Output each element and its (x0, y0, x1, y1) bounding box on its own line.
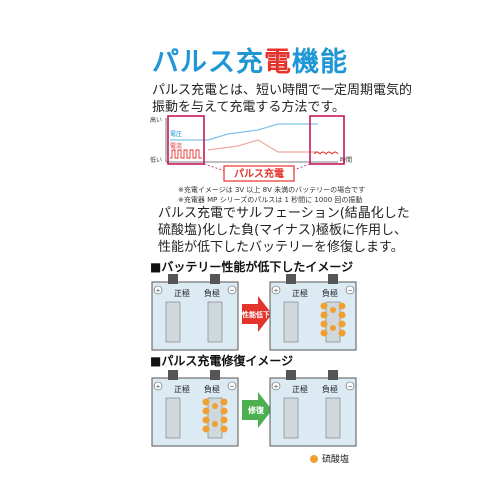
arrow-repair-label: 修復 (247, 405, 265, 415)
battery-terminal-negative (328, 274, 338, 284)
explain-line-1: パルス充電でサルフェーション(結晶化した (158, 206, 410, 221)
note-2: ※充電器 MP シリーズのパルスは 1 秒間に 1000 回の振動 (178, 196, 363, 204)
sulfate-legend-label: 硫酸塩 (322, 455, 350, 465)
plus-icon (153, 381, 163, 391)
title-part1: パルス充 (152, 47, 264, 78)
battery-terminal-negative (210, 274, 220, 284)
minus-sign: − (347, 288, 352, 295)
minus-icon (227, 381, 237, 391)
positive-label: 正極 (292, 384, 308, 394)
intro-line-1: パルス充電とは、短い時間で一定周期電気的 (152, 83, 413, 98)
negative-label: 負極 (322, 288, 338, 298)
section1-heading: ■バッテリー性能が低下したイメージ (150, 260, 354, 274)
explain-line-2: 硫酸塩)化した負(マイナス)極板に作用し、 (158, 223, 407, 238)
plus-sign: + (155, 384, 160, 391)
battery-after-degrade: + − 正極 負極 (269, 274, 357, 351)
minus-icon (227, 285, 237, 295)
arrow-right-icon (242, 296, 272, 332)
minus-icon (345, 285, 355, 295)
battery-before-repair: + − 正極 負極 (151, 370, 239, 447)
sulfate-crystals (320, 302, 346, 337)
chart-banner (223, 165, 295, 182)
battery-case (151, 281, 239, 351)
chart-voltage-label: 電圧 (170, 131, 182, 138)
battery-terminal-positive (168, 274, 178, 284)
repair-battery-diagram: + − 正極 負極 修復 + − 正極 負極 (151, 370, 357, 447)
arrow-right-icon (242, 392, 272, 428)
minus-sign: − (229, 288, 234, 295)
explain-line-3: 性能が低下したバッテリーを修復します。 (158, 240, 404, 255)
battery-terminal-positive (286, 370, 296, 380)
intro-line-2: 振動を与えて充電する方法です。 (152, 100, 346, 115)
plus-icon (153, 285, 163, 295)
negative-label: 負極 (204, 384, 220, 394)
positive-label: 正極 (174, 288, 190, 298)
positive-plate (283, 301, 299, 343)
chart-pulse-left (170, 149, 202, 159)
plus-icon (271, 285, 281, 295)
positive-label: 正極 (174, 384, 190, 394)
chart-high-label: 高い (150, 116, 162, 124)
chart-low-label: 低い (150, 156, 162, 164)
battery-terminal-positive (168, 370, 178, 380)
section2-heading: ■パルス充電修復イメージ (150, 354, 294, 368)
chart-notes: ※充電イメージは 3V 以上 8V 未満のバッテリーの場合です ※充電器 MP … (178, 185, 408, 205)
title-part3: 機能 (292, 47, 348, 78)
battery-before-degrade: + − 正極 負極 (151, 274, 239, 351)
sulfate-legend: 硫酸塩 (310, 452, 349, 465)
negative-plate (325, 397, 341, 439)
negative-label: 負極 (204, 288, 220, 298)
minus-sign: − (229, 384, 234, 391)
chart-current-curve (207, 139, 318, 153)
minus-icon (345, 381, 355, 391)
plus-sign: + (155, 288, 160, 295)
plus-sign: + (273, 384, 278, 391)
degraded-battery-diagram: + − 正極 負極 性能低下 + − 正極 負極 (151, 274, 357, 351)
positive-plate (165, 301, 181, 343)
negative-plate (207, 301, 223, 343)
chart-banner-label: パルス充電 (234, 167, 284, 180)
sulfate-dot-icon (310, 454, 318, 463)
chart-time-label: 時間 (340, 156, 352, 164)
pulse-charge-chart: 高い 低い 時間 電圧 電流 パルス充電 (150, 115, 352, 182)
positive-label: 正極 (292, 288, 308, 298)
battery-terminal-negative (210, 370, 220, 380)
page-title: パルス充電機能 (0, 40, 500, 79)
sulfate-crystals (202, 398, 228, 433)
battery-terminal-positive (286, 274, 296, 284)
chart-pulse-right (313, 151, 339, 155)
battery-terminal-negative (328, 370, 338, 380)
intro-paragraph: パルス充電とは、短い時間で一定周期電気的 振動を与えて充電する方法です。 (152, 82, 412, 116)
note-1: ※充電イメージは 3V 以上 8V 未満のバッテリーの場合です (178, 186, 366, 194)
arrow-degrade-label: 性能低下 (242, 310, 270, 319)
title-part2: 電 (264, 47, 292, 78)
chart-current-label: 電流 (170, 142, 182, 150)
chart-voltage-curve (170, 123, 318, 141)
battery-case (269, 377, 357, 447)
plus-icon (271, 381, 281, 391)
plus-sign: + (273, 288, 278, 295)
battery-after-repair: + − 正極 負極 (269, 370, 357, 447)
chart-pulse-box-right (309, 115, 345, 165)
positive-plate (165, 397, 181, 439)
negative-label: 負極 (322, 384, 338, 394)
chart-pulse-box-left (167, 115, 205, 165)
minus-sign: − (347, 384, 352, 391)
explain-paragraph: パルス充電でサルフェーション(結晶化した 硫酸塩)化した負(マイナス)極板に作用… (158, 205, 418, 256)
positive-plate (283, 397, 299, 439)
